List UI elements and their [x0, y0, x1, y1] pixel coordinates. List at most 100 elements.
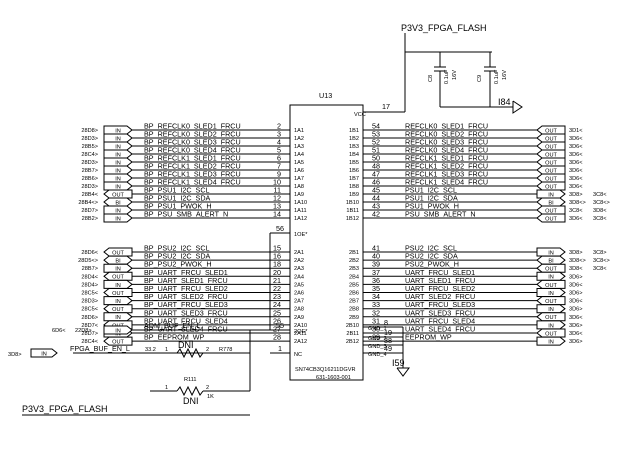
right-g1-52-port-type: OUT — [545, 144, 557, 150]
right-g2-39-port-label: 2B3 — [349, 266, 359, 272]
right-g2-36-offpage: 3D6< — [569, 282, 583, 288]
right-g1-47-port-type: OUT — [545, 176, 557, 182]
vcc-pin: 17 — [382, 102, 390, 111]
left-g2-21-port-label: 2A5 — [294, 282, 304, 288]
right-g2-40-port-label: 2B2 — [349, 258, 359, 264]
r111-pin1: 1 — [165, 385, 168, 391]
left-g2-21-port-type: IN — [115, 283, 121, 289]
right-g2-31-offpage: 3D6> — [569, 323, 583, 329]
right-g1-47-port-label: 1B7 — [349, 176, 359, 182]
left-g2-16-net: BP_PSU2_I2C_SDA — [144, 252, 211, 261]
right-g2-31-port-label: 2B10 — [346, 323, 359, 329]
r111-pin2: 2 — [206, 385, 209, 391]
right-g2-40-offpage2: 3C8<> — [593, 258, 610, 264]
right-g1-51-port-type: OUT — [545, 152, 557, 158]
adm-offpage-1: 6D6< — [52, 328, 66, 334]
left-g1-5-port-label: 1A4 — [294, 152, 304, 158]
right-g2-40-offpage: 3D8<> — [569, 258, 586, 264]
right-g2-41-offpage2: 3C8> — [593, 250, 607, 256]
cap-c8-val: 0.1uF — [444, 69, 450, 84]
oe2-pin: 55 — [276, 321, 284, 330]
right-g1-52-offpage: 3D6< — [569, 144, 583, 150]
left-g2-24-pin: 24 — [273, 300, 281, 309]
oe2-label: 2OE* — [294, 329, 308, 335]
left-g2-24-net: BP_UART_FRCU_SLED3 — [144, 300, 228, 309]
left-g1-6-pin: 6 — [277, 154, 281, 163]
left-g2-27-pin: 27 — [273, 325, 281, 334]
left-g1-2-port-shape — [103, 125, 133, 135]
adm-port-type: IN — [115, 328, 121, 334]
left-g1-14-net: BP_PSU_SMB_ALERT_N — [144, 210, 228, 219]
left-g1-6-offpage: 28D3> — [81, 160, 98, 166]
right-g2-30-port-type: OUT — [545, 331, 557, 337]
right-g2-31-pin: 31 — [372, 316, 380, 325]
right-g2-29-port-label: 2B12 — [346, 339, 359, 345]
left-g1-9-offpage: 28B6> — [82, 176, 98, 182]
right-g2-33-net: UART_FRCU_SLED3 — [405, 300, 475, 309]
left-g1-6-net: BP_REFCLK1_SLED1_FRCU — [144, 154, 241, 163]
right-g2-39-net: PSU2_PWOK_H — [405, 260, 459, 269]
right-g2-35-port-type: IN — [548, 291, 554, 297]
right-g2-39-offpage2: 3C8< — [593, 266, 607, 272]
right-g2-41-net: PSU2_I2C_SCL — [405, 244, 457, 253]
adm-offpage-2: 22D8> — [75, 328, 92, 334]
right-g1-42-offpage2: 3C8< — [593, 216, 607, 222]
left-g1-13-port-label: 1A11 — [294, 208, 307, 214]
right-g2-34-port-type: OUT — [545, 299, 557, 305]
right-g2-39-pin: 39 — [372, 260, 380, 269]
right-g2-31-net: UART_FRCU_SLED4 — [405, 316, 475, 325]
left-g1-11-port-type: OUT — [112, 192, 124, 198]
right-g2-36-pin: 36 — [372, 276, 380, 285]
right-g1-42-offpage: 3D6< — [569, 216, 583, 222]
fpga-buf-offpage: 3D8> — [8, 352, 22, 358]
right-g1-51-port-label: 1B4 — [349, 152, 359, 158]
right-g2-40-net: PSU2_I2C_SDA — [405, 252, 458, 261]
right-g2-39-offpage: 3D8< — [569, 266, 583, 272]
left-g1-13-net: BP_PSU1_PWOK_H — [144, 202, 212, 211]
adm-net: ADM_BUF_EN_L — [144, 321, 200, 330]
left-g2-25-offpage: 28D6> — [81, 315, 98, 321]
left-g2-25-port-type: IN — [115, 315, 121, 321]
right-g1-45-offpage2: 3C8< — [593, 192, 607, 198]
left-g1-13-port-type: IN — [115, 208, 121, 214]
left-g2-27-net: BP_UART_SLED4_FRCU — [144, 325, 228, 334]
right-g1-47-net: REFCLK1_SLED3_FRCU — [405, 170, 488, 179]
left-g1-5-net: BP_REFCLK0_SLED4_FRCU — [144, 146, 241, 155]
right-g1-53-pin: 53 — [372, 130, 380, 139]
left-g1-4-offpage: 28B5> — [82, 144, 98, 150]
cap-c8-ref: C8 — [428, 75, 434, 82]
right-g1-45-net: PSU1_I2C_SCL — [405, 186, 457, 195]
left-g2-16-offpage: 28D5<> — [78, 258, 98, 264]
left-g1-3-port-type: IN — [115, 136, 121, 142]
left-g1-6-port-type: IN — [115, 160, 121, 166]
right-g1-54-offpage: 3D1< — [569, 128, 583, 134]
right-g2-37-port-shape — [536, 271, 566, 281]
gnd4-pin: 49 — [384, 344, 392, 353]
left-g2-21-offpage: 28D4> — [81, 282, 98, 288]
left-g2-23-port-label: 2A7 — [294, 299, 304, 305]
left-g2-18-offpage: 28B7> — [82, 266, 98, 272]
left-g2-28-port-label: 2A12 — [294, 339, 307, 345]
r778-pin1: 1 — [165, 347, 168, 353]
left-g1-9-net: BP_REFCLK1_SLED3_FRCU — [144, 170, 241, 179]
right-g1-46-port-label: 1B8 — [349, 184, 359, 190]
right-g1-44-net: PSU1_I2C_SDA — [405, 194, 458, 203]
right-g2-37-port-label: 2B4 — [349, 274, 359, 280]
left-g1-10-pin: 10 — [273, 178, 281, 187]
right-g2-37-port-type: IN — [548, 275, 554, 281]
left-g1-4-pin: 4 — [277, 138, 281, 147]
left-g2-23-offpage: 28D3> — [81, 299, 98, 305]
left-g1-2-port-type: IN — [115, 128, 121, 134]
right-g1-52-pin: 52 — [372, 138, 380, 147]
left-g1-2-port-label: 1A1 — [294, 128, 304, 134]
right-g1-44-port-label: 1B10 — [346, 200, 359, 206]
left-g2-22-pin: 22 — [273, 284, 281, 293]
right-g1-46-pin: 46 — [372, 178, 380, 187]
right-g1-48-port-type: OUT — [545, 168, 557, 174]
right-g2-35-pin: 35 — [372, 284, 380, 293]
left-g2-26-port-label: 2A10 — [294, 323, 307, 329]
left-g1-7-port-type: IN — [115, 168, 121, 174]
right-g1-50-offpage: 3D6< — [569, 160, 583, 166]
right-g1-44-port-type: BI — [548, 200, 554, 206]
left-g2-21-net: BP_UART_SLED1_FRCU — [144, 276, 228, 285]
